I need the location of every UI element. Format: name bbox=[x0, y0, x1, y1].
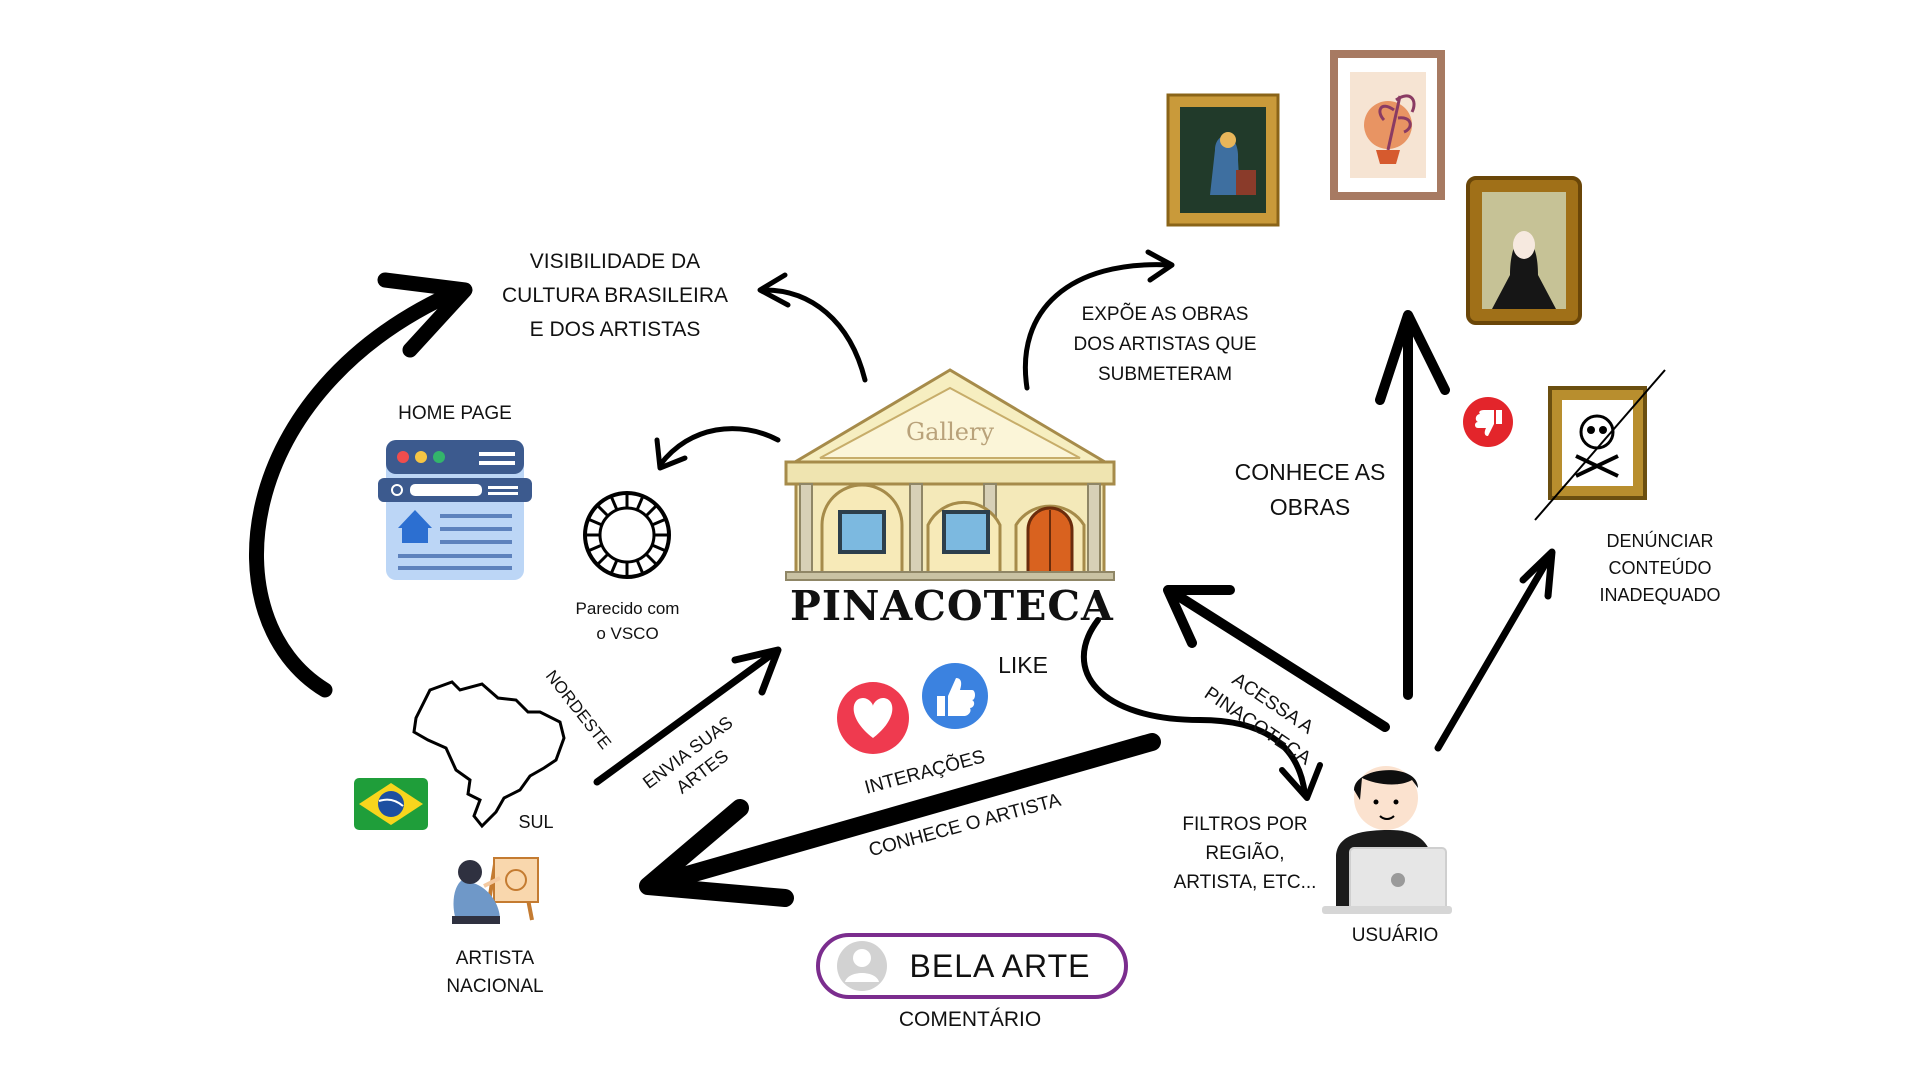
denuncia-label: DENÚNCIAR CONTEÚDO INADEQUADO bbox=[1599, 531, 1721, 605]
heart-icon[interactable] bbox=[837, 682, 909, 754]
brazil-flag-icon bbox=[354, 778, 428, 830]
gallery-sign: Gallery bbox=[905, 418, 995, 446]
arrow-filtros bbox=[1080, 617, 1308, 798]
arrow-to-artworks bbox=[1023, 262, 1173, 391]
arrow-envia bbox=[593, 648, 779, 786]
sul-label: SUL bbox=[518, 812, 554, 832]
browser-home-icon bbox=[378, 440, 532, 580]
comentario-label: COMENTÁRIO bbox=[898, 1008, 1042, 1031]
pinacoteca-title: PINACOTECA bbox=[790, 582, 1114, 630]
painting-frame-3 bbox=[1466, 176, 1582, 325]
home-page-label: HOME PAGE bbox=[398, 403, 512, 424]
painting-frame-1 bbox=[1166, 93, 1280, 227]
avatar-icon bbox=[837, 941, 887, 991]
vsco-label: Parecido com o VSCO bbox=[575, 599, 680, 643]
artista-label: ARTISTA NACIONAL bbox=[446, 948, 544, 997]
painting-frame-2 bbox=[1330, 50, 1445, 200]
gallery-building-icon bbox=[784, 368, 1116, 581]
arrow-conhece-artista bbox=[643, 733, 1161, 894]
brazil-map-icon bbox=[412, 680, 566, 829]
arrow-artist-to-visibility-head bbox=[377, 272, 473, 358]
user-laptop-icon bbox=[1322, 766, 1452, 914]
filtros-label: FILTROS POR REGIÃO, ARTISTA, ETC... bbox=[1173, 814, 1317, 893]
thumbs-up-icon[interactable] bbox=[922, 663, 988, 729]
arrow-pinacoteca-to-visibility-head bbox=[757, 272, 791, 308]
arrow-to-artworks-head bbox=[1145, 249, 1175, 283]
usuario-label: USUÁRIO bbox=[1351, 925, 1439, 946]
visibility-label: VISIBILIDADE DA CULTURA BRASILEIRA E DOS… bbox=[501, 250, 728, 341]
skull-frame-icon bbox=[1534, 369, 1666, 521]
artist-painting-icon bbox=[452, 857, 539, 924]
vsco-icon bbox=[583, 491, 671, 579]
arrow-acessa bbox=[1167, 587, 1390, 732]
arrow-conhece-artista-head bbox=[639, 799, 794, 907]
arrow-pinacoteca-to-vsco bbox=[657, 426, 781, 468]
arrow-artist-to-visibility bbox=[249, 282, 468, 698]
conhece-obras-label: CONHECE AS OBRAS bbox=[1234, 459, 1386, 520]
arrow-denuncia-head bbox=[1519, 548, 1556, 600]
arrow-pinacoteca-to-visibility bbox=[762, 287, 868, 383]
comment-box[interactable] bbox=[816, 933, 1128, 999]
like-label: LIKE bbox=[998, 652, 1048, 678]
arrow-denuncia bbox=[1434, 552, 1554, 752]
arrow-acessa-head bbox=[1163, 585, 1235, 648]
arrow-pinacoteca-to-vsco-head bbox=[654, 437, 688, 471]
thumbs-down-icon[interactable] bbox=[1463, 397, 1513, 447]
comment-text: BELA ARTE bbox=[909, 948, 1091, 984]
arrow-envia-head bbox=[731, 646, 782, 696]
arrow-conhece-obras-head bbox=[1375, 310, 1450, 405]
arrow-filtros-head bbox=[1279, 762, 1323, 801]
expoe-label: EXPÕE AS OBRAS DOS ARTISTAS QUE SUBMETER… bbox=[1073, 304, 1257, 385]
